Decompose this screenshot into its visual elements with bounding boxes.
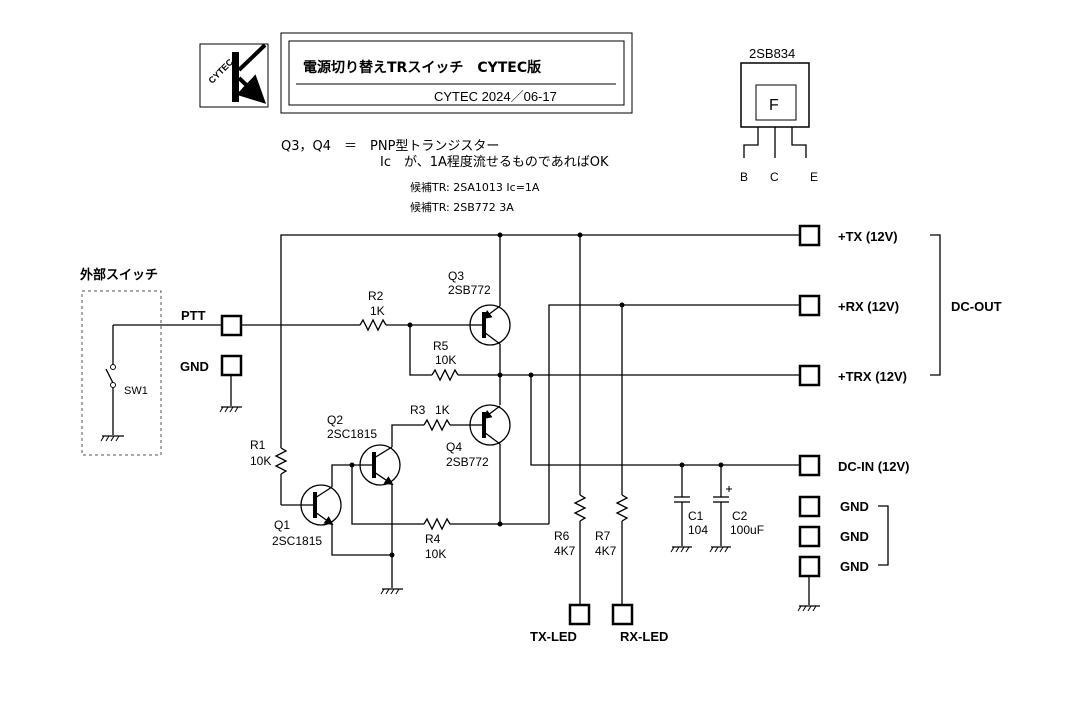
r7-name: R7 <box>595 529 611 543</box>
gnd2-label: GND <box>840 529 869 544</box>
note-cand2: 候補TR: 2SB772 3A <box>410 200 514 214</box>
q2-name: Q2 <box>327 413 343 427</box>
trx-pad <box>798 364 821 387</box>
r3-name: R3 <box>410 403 426 417</box>
r2-value: 1K <box>370 304 385 318</box>
gnd-symbol-out <box>797 605 820 612</box>
gnd3-pad <box>798 555 821 578</box>
r2-name: R2 <box>368 289 384 303</box>
q3-transistor <box>469 235 511 405</box>
gnd-bracket <box>878 505 889 566</box>
package-mark: F <box>769 97 779 114</box>
q2-transistor <box>352 444 401 588</box>
rx-pad <box>798 294 821 317</box>
rx-label: +RX (12V) <box>838 299 899 314</box>
title-main: 電源切り替えTRスイッチ CYTEC版 <box>303 59 541 76</box>
r1-value: 10K <box>250 454 271 468</box>
q4-name: Q4 <box>446 440 462 454</box>
gnd-symbol-q <box>380 588 403 595</box>
q2-value: 2SC1815 <box>327 427 377 441</box>
note-cand1: 候補TR: 2SA1013 Ic=1A <box>410 180 540 194</box>
q4-value: 2SB772 <box>446 455 489 469</box>
r4-name: R4 <box>425 532 441 546</box>
r3-value: 1K <box>435 403 450 417</box>
dcout-bracket <box>930 234 941 376</box>
pin-b: B <box>740 170 748 184</box>
external-switch: 外部スイッチ SW1 <box>79 267 162 456</box>
note-line1: Q3，Q4 ＝ PNP型トランジスター <box>281 139 499 154</box>
gnd1-pad <box>798 495 821 518</box>
package-part: 2SB834 <box>749 46 795 61</box>
tx-pad <box>798 224 821 247</box>
note-line2: Ic が、1A程度流せるものであればOK <box>380 154 609 170</box>
tx-led-pad <box>568 603 591 626</box>
c1-value: 104 <box>688 523 708 537</box>
trx-label: +TRX (12V) <box>838 369 907 384</box>
tx-label: +TX (12V) <box>838 229 898 244</box>
title-sub: CYTEC 2024／06-17 <box>434 89 557 104</box>
c2-capacitor <box>709 465 732 553</box>
dcout-label: DC-OUT <box>951 299 1002 314</box>
package-2sb834: 2SB834 F B C E <box>740 46 818 184</box>
q1-value: 2SC1815 <box>272 534 322 548</box>
gnd3-label: GND <box>840 559 869 574</box>
c2-value: 100uF <box>730 523 764 537</box>
c1-capacitor <box>670 465 692 553</box>
pin-c: C <box>770 170 779 184</box>
q1-transistor <box>281 484 392 556</box>
r7-value: 4K7 <box>595 544 617 558</box>
q1-name: Q1 <box>274 518 290 532</box>
external-title: 外部スイッチ <box>79 267 158 283</box>
rx-led-pad <box>611 603 634 626</box>
r6-value: 4K7 <box>554 544 576 558</box>
gnd-symbol-sw <box>100 435 124 442</box>
q3-value: 2SB772 <box>448 283 491 297</box>
pin-e: E <box>810 170 818 184</box>
gnd1-label: GND <box>840 499 869 514</box>
tx-led-label: TX-LED <box>530 629 577 644</box>
c1-name: C1 <box>688 509 704 523</box>
dcin-label: DC-IN (12V) <box>838 459 910 474</box>
dcin-pad <box>798 454 821 477</box>
gnd-in-label: GND <box>180 359 209 374</box>
r6-name: R6 <box>554 529 570 543</box>
sw1-label: SW1 <box>124 385 148 397</box>
ptt-label: PTT <box>181 308 206 323</box>
r5-value: 10K <box>435 353 456 367</box>
title-box: 電源切り替えTRスイッチ CYTEC版 CYTEC 2024／06-17 <box>280 32 633 114</box>
c2-name: C2 <box>732 509 748 523</box>
gnd-in-pad <box>220 354 243 377</box>
gnd2-pad <box>798 525 821 548</box>
gnd-symbol-in <box>219 406 242 413</box>
q3-name: Q3 <box>448 269 464 283</box>
ptt-pad <box>220 314 243 337</box>
r1-name: R1 <box>250 438 266 452</box>
logo: CYTEC <box>199 43 269 108</box>
r5-name: R5 <box>433 339 449 353</box>
r4-value: 10K <box>425 547 446 561</box>
rx-led-label: RX-LED <box>620 629 668 644</box>
